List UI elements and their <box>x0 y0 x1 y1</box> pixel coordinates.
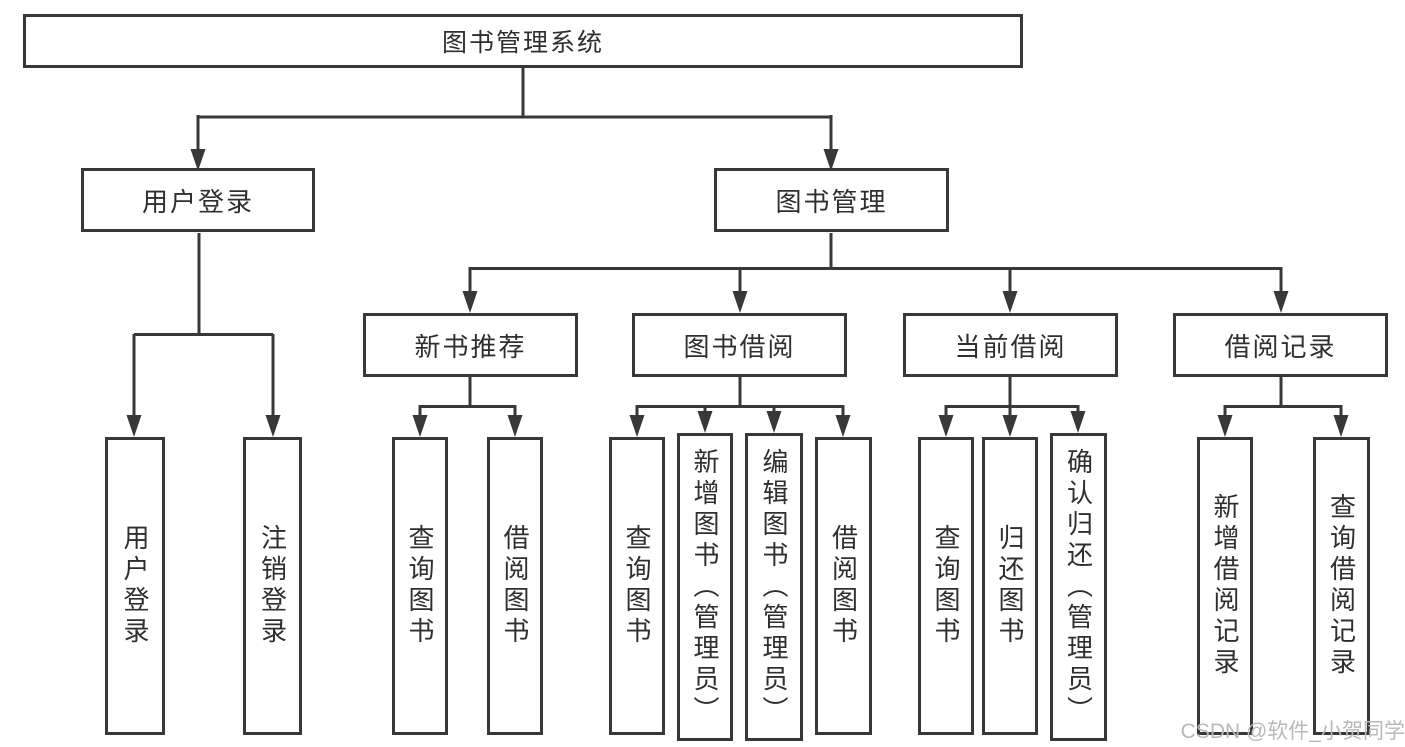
node-label: 查询借阅记录 <box>1326 493 1357 679</box>
node-label: 图书管理 <box>775 186 888 217</box>
leaf-return-books: 归还图书 <box>982 437 1038 735</box>
node-book-borrowing: 图书借阅 <box>632 313 847 377</box>
node-borrowing-records: 借阅记录 <box>1173 313 1388 377</box>
node-label: 查询图书 <box>931 524 961 648</box>
node-label: 新书推荐 <box>414 331 527 362</box>
leaf-query-borrow-record: 查询借阅记录 <box>1313 437 1370 735</box>
leaf-query-books-recommend: 查询图书 <box>392 437 448 735</box>
leaf-borrow-books: 借阅图书 <box>815 437 872 735</box>
leaf-borrow-books-recommend: 借阅图书 <box>487 437 543 735</box>
node-label: 新增借阅记录 <box>1210 493 1240 679</box>
leaf-user-login: 用户登录 <box>105 437 165 735</box>
node-label: 借阅图书 <box>828 524 859 648</box>
leaf-edit-books-admin: 编辑图书（管理员） <box>745 433 803 741</box>
node-label: 注销登录 <box>257 524 288 648</box>
leaf-query-books-borrowing: 查询图书 <box>609 437 665 735</box>
node-label: 归还图书 <box>995 524 1025 648</box>
node-label: 用户登录 <box>141 186 254 217</box>
node-label: 确认归还（管理员） <box>1063 447 1094 727</box>
node-label: 当前借阅 <box>954 331 1067 362</box>
node-current-borrowing: 当前借阅 <box>903 313 1118 377</box>
node-book-management-branch: 图书管理 <box>714 168 949 232</box>
node-label: 查询图书 <box>405 524 435 648</box>
leaf-query-books-current: 查询图书 <box>918 437 974 735</box>
leaf-add-borrow-record: 新增借阅记录 <box>1197 437 1253 735</box>
leaf-add-books-admin: 新增图书（管理员） <box>677 433 733 741</box>
node-label: 借阅图书 <box>500 524 530 648</box>
node-new-book-recommendation: 新书推荐 <box>363 313 578 377</box>
leaf-logout: 注销登录 <box>243 437 302 735</box>
node-library-management-system: 图书管理系统 <box>23 14 1023 68</box>
node-label: 图书借阅 <box>683 331 796 362</box>
node-label: 新增图书（管理员） <box>690 447 720 727</box>
node-user-login-branch: 用户登录 <box>81 168 315 232</box>
node-label: 编辑图书（管理员） <box>759 447 789 727</box>
node-label: 借阅记录 <box>1224 331 1337 362</box>
leaf-confirm-return-admin: 确认归还（管理员） <box>1050 433 1107 741</box>
node-label: 用户登录 <box>120 524 150 648</box>
node-label: 图书管理系统 <box>441 29 604 57</box>
node-label: 查询图书 <box>622 524 652 648</box>
watermark: CSDN @软件_小贺同学 <box>1180 720 1405 743</box>
